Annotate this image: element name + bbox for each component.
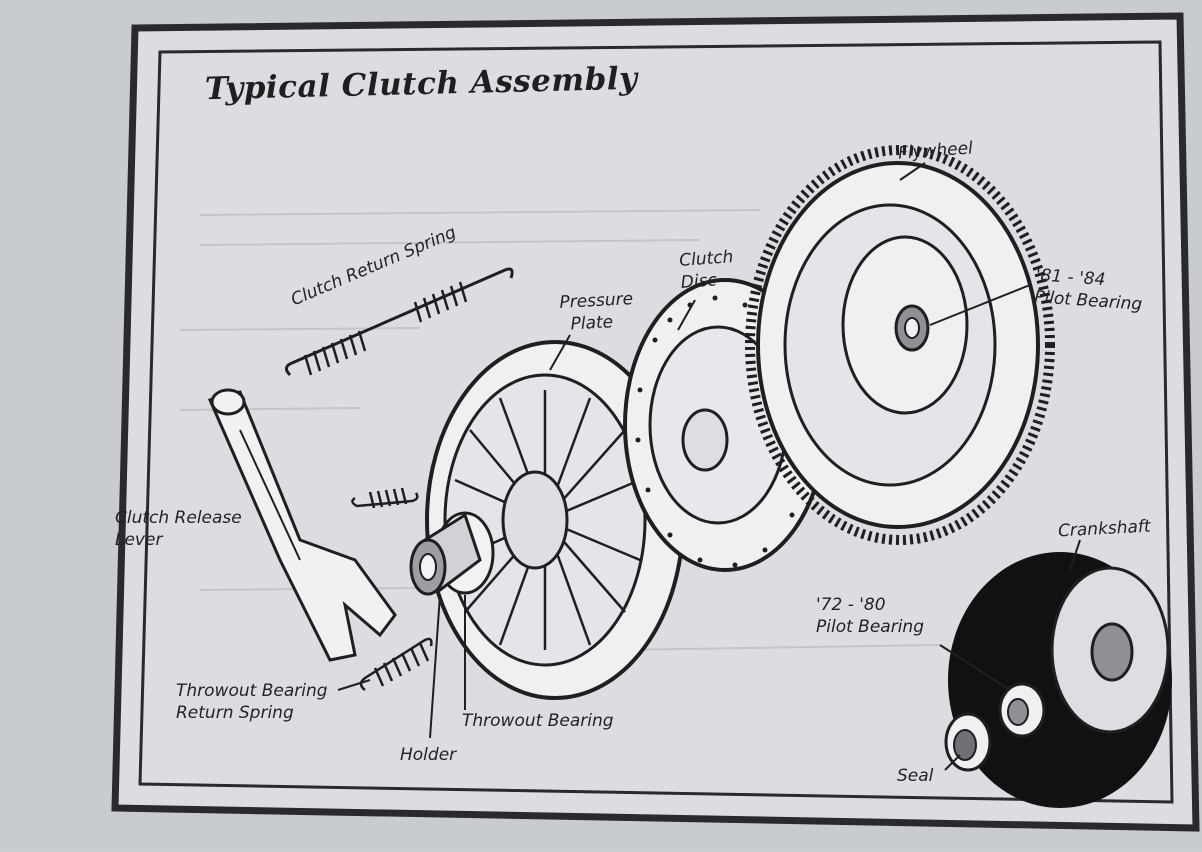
label-clutch-disc-line1: Clutch	[678, 247, 735, 271]
label-clutch-release-lever: Clutch Release Lever	[115, 507, 242, 551]
label-pilot-bearing-81-84: '81 - '84 Pilot Bearing	[1034, 264, 1145, 315]
label-throwout-bearing: Throwout Bearing	[462, 711, 614, 731]
pressure-plate	[425, 340, 685, 700]
label-clutch-disc: Clutch Disc	[679, 246, 736, 294]
clutch-return-spring	[285, 267, 514, 377]
label-throwout-return-line1: Throwout Bearing	[176, 681, 328, 701]
leader-lines	[337, 162, 1081, 771]
label-throwout-return-line2: Return Spring	[176, 703, 294, 723]
label-pressure-plate: Pressure Plate	[559, 288, 635, 336]
holder-spring	[351, 487, 419, 509]
label-pilot-72-80-line1: '72 - '80	[816, 595, 886, 615]
label-pressure-plate-line2: Plate	[570, 312, 614, 335]
label-throwout-return-spring: Throwout Bearing Return Spring	[176, 680, 328, 724]
throwout-return-spring	[359, 637, 433, 691]
label-pilot-72-80-line2: Pilot Bearing	[816, 617, 924, 637]
throwout-bearing	[409, 511, 495, 596]
label-holder: Holder	[400, 745, 457, 765]
label-seal: Seal	[897, 766, 934, 786]
clutch-release-lever	[207, 388, 397, 662]
inner-frame	[138, 40, 1174, 804]
crankshaft-inset	[944, 552, 1172, 808]
label-release-lever-line1: Clutch Release	[115, 508, 242, 528]
label-pilot-bearing-72-80: '72 - '80 Pilot Bearing	[816, 594, 924, 638]
flywheel	[745, 145, 1055, 545]
label-clutch-disc-line2: Disc	[680, 270, 718, 293]
label-release-lever-line2: Lever	[115, 530, 163, 550]
label-pressure-plate-line1: Pressure	[558, 289, 634, 313]
